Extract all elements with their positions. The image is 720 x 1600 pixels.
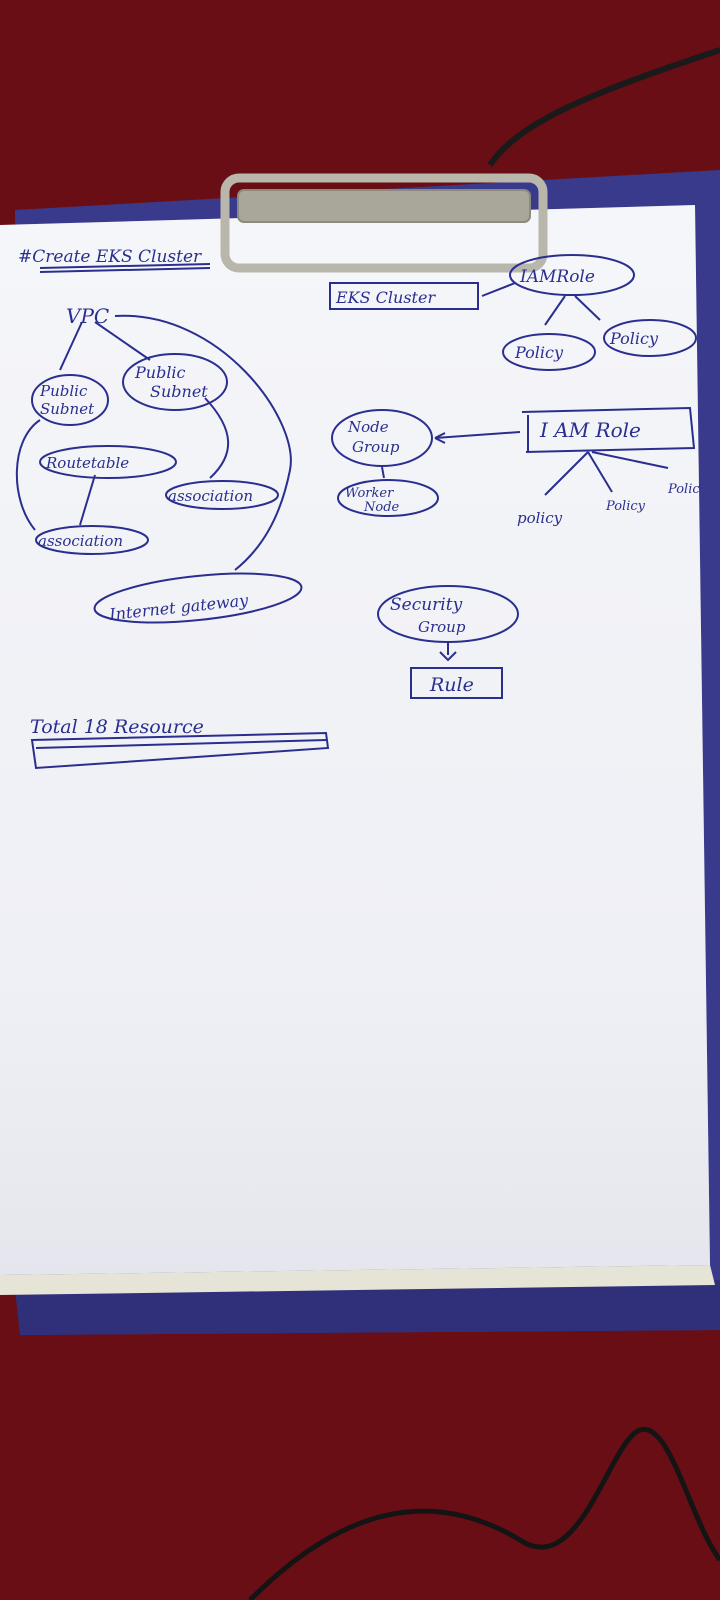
worker-node-line1: Worker (345, 486, 394, 501)
policy-mid-3-label: Polic (667, 482, 700, 497)
policy-mid-1-label: policy (517, 509, 563, 527)
security-group-line1: Security (390, 595, 463, 615)
public-subnet-1-line1: Public (39, 382, 88, 400)
iam-role-top-label: IAMRole (519, 267, 595, 287)
total-resource-label: Total 18 Resource (30, 716, 204, 738)
metal-clip (220, 173, 548, 273)
policy-mid-2-label: Policy (605, 499, 646, 514)
eks-cluster-label: EKS Cluster (335, 288, 436, 307)
cable (487, 47, 720, 167)
policy-top-1-label: Policy (514, 343, 564, 362)
public-subnet-2-line2: Subnet (150, 382, 208, 401)
heading-text: #Create EKS Cluster (18, 247, 202, 267)
association-1-label: association (168, 487, 253, 505)
cable-bottom (248, 1426, 720, 1600)
association-2-label: association (38, 532, 123, 550)
iam-role-mid-label: I AM Role (539, 418, 641, 442)
public-subnet-2-line1: Public (134, 363, 186, 382)
worker-node-line2: Node (363, 500, 400, 515)
vpc-label: VPC (66, 304, 109, 328)
public-subnet-1-line2: Subnet (40, 400, 95, 418)
rule-label: Rule (429, 674, 474, 696)
policy-top-2-label: Policy (609, 329, 659, 348)
handwritten-notes (15, 254, 697, 770)
security-group-line2: Group (418, 618, 466, 636)
node-group-line1: Node (347, 418, 389, 436)
route-table-label: Routetable (45, 454, 129, 472)
node-group-line2: Group (352, 438, 400, 456)
